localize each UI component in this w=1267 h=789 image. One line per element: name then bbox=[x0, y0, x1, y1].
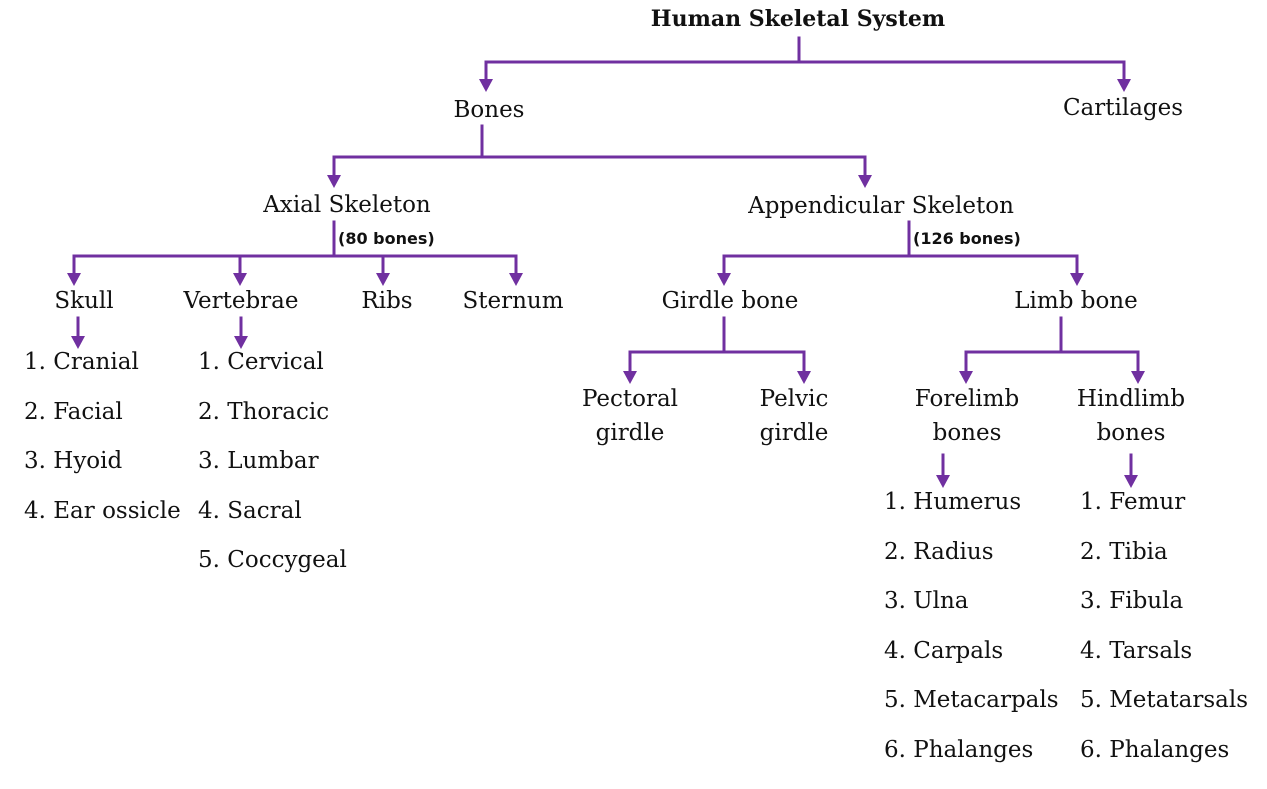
node-pectoral-girdle: Pectoral girdle bbox=[582, 382, 678, 450]
root-branch-arrowhead-1 bbox=[1117, 79, 1131, 92]
girdle-branch-arrowhead-1 bbox=[797, 371, 811, 384]
node-appendicular-skeleton: Appendicular Skeleton bbox=[748, 193, 1014, 219]
forelimb-arrow-arrowhead bbox=[936, 475, 950, 488]
root-branch-arrowhead-0 bbox=[479, 79, 493, 92]
list-item: 4. Carpals bbox=[884, 637, 1004, 664]
pelvic-line-1: Pelvic bbox=[759, 386, 829, 412]
list-item: 6. Phalanges bbox=[884, 736, 1034, 763]
node-axial-skeleton: Axial Skeleton bbox=[263, 192, 431, 218]
list-item: 3. Lumbar bbox=[198, 448, 319, 475]
node-cartilages: Cartilages bbox=[1062, 95, 1184, 121]
list-item: 2. Tibia bbox=[1080, 538, 1168, 565]
pectoral-line-1: Pectoral bbox=[581, 386, 679, 412]
limb-branch-arrowhead-1 bbox=[1131, 371, 1145, 384]
node-bones: Bones bbox=[453, 97, 525, 123]
forelimb-line-2: bones bbox=[932, 420, 1002, 446]
list-item: 2. Radius bbox=[884, 538, 994, 565]
list-item: 1. Cervical bbox=[198, 349, 324, 375]
list-item: 1. Cranial bbox=[24, 349, 139, 375]
node-limb-bone: Limb bone bbox=[1014, 288, 1138, 314]
list-item: 3. Fibula bbox=[1080, 588, 1184, 615]
list-item: 2. Facial bbox=[24, 398, 123, 425]
node-girdle-bone: Girdle bone bbox=[661, 288, 799, 314]
axial-branch-arrowhead-2 bbox=[376, 273, 390, 286]
vertebrae-list: 1. Cervical 2. Thoracic 3. Lumbar 4. Sac… bbox=[198, 345, 347, 593]
node-pelvic-girdle: Pelvic girdle bbox=[760, 382, 829, 450]
skull-bone-list: 1. Cranial 2. Facial 3. Hyoid 4. Ear oss… bbox=[24, 345, 181, 543]
forelimb-bone-list: 1. Humerus 2. Radius 3. Ulna 4. Carpals … bbox=[884, 485, 1059, 783]
hindlimb-line-2: bones bbox=[1096, 420, 1166, 446]
list-item: 5. Metacarpals bbox=[884, 687, 1059, 714]
node-vertebrae: Vertebrae bbox=[183, 288, 299, 314]
hindlimb-arrow-arrowhead bbox=[1124, 475, 1138, 488]
list-item: 3. Hyoid bbox=[24, 448, 123, 475]
bones-branch-arrowhead-0 bbox=[327, 175, 341, 188]
girdle-branch-arrowhead-0 bbox=[623, 371, 637, 384]
node-forelimb-bones: Forelimb bones bbox=[915, 382, 1019, 450]
list-item: 5. Coccygeal bbox=[198, 547, 347, 574]
list-item: 3. Ulna bbox=[884, 588, 969, 615]
list-item: 1. Humerus bbox=[884, 489, 1022, 515]
hindlimb-line-1: Hindlimb bbox=[1076, 386, 1186, 412]
forelimb-line-1: Forelimb bbox=[914, 386, 1020, 412]
appendicular-branch-arrowhead-1 bbox=[1070, 273, 1084, 286]
list-item: 1. Femur bbox=[1080, 489, 1186, 515]
vertebrae-arrow-arrowhead bbox=[234, 336, 248, 349]
appendicular-branch-arrowhead-0 bbox=[717, 273, 731, 286]
axial-branch-arrowhead-0 bbox=[67, 273, 81, 286]
skull-arrow-arrowhead bbox=[71, 336, 85, 349]
list-item: 5. Metatarsals bbox=[1080, 687, 1248, 714]
diagram-title: Human Skeletal System bbox=[650, 6, 946, 32]
node-hindlimb-bones: Hindlimb bones bbox=[1077, 382, 1185, 450]
list-item: 4. Sacral bbox=[198, 497, 302, 524]
list-item: 4. Ear ossicle bbox=[24, 497, 181, 524]
list-item: 2. Thoracic bbox=[198, 398, 330, 425]
node-skull: Skull bbox=[54, 288, 114, 314]
axial-branch-arrowhead-3 bbox=[509, 273, 523, 286]
axial-bone-count: (80 bones) bbox=[338, 229, 435, 248]
list-item: 6. Phalanges bbox=[1080, 736, 1230, 763]
appendicular-bone-count: (126 bones) bbox=[913, 229, 1021, 248]
list-item: 4. Tarsals bbox=[1080, 637, 1193, 664]
bones-branch-arrowhead-1 bbox=[858, 175, 872, 188]
node-sternum: Sternum bbox=[462, 288, 564, 314]
axial-branch-arrowhead-1 bbox=[233, 273, 247, 286]
pelvic-line-2: girdle bbox=[759, 420, 829, 446]
pectoral-line-2: girdle bbox=[595, 420, 665, 446]
node-ribs: Ribs bbox=[361, 288, 413, 314]
limb-branch-arrowhead-0 bbox=[959, 371, 973, 384]
hindlimb-bone-list: 1. Femur 2. Tibia 3. Fibula 4. Tarsals 5… bbox=[1080, 485, 1248, 783]
